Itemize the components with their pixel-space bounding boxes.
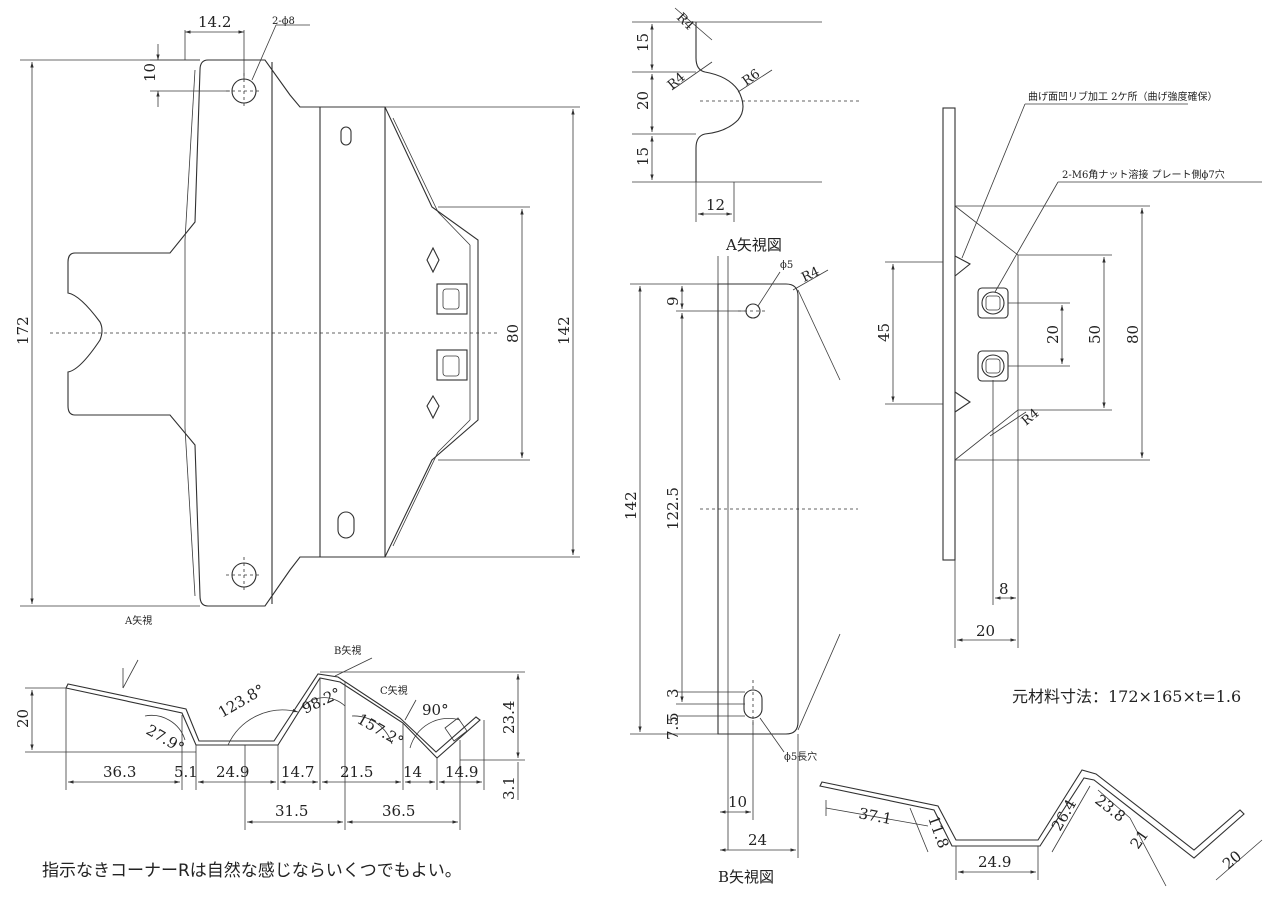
view-a-title: A矢視図: [725, 236, 782, 254]
footer-note: 指示なきコーナーRは自然な感じならいくつでもよい。: [42, 861, 462, 881]
view-b-mid: 122.5: [664, 487, 682, 530]
view-c-nut-note: 2-M6角ナット溶接 プレート側ϕ7穴: [1062, 168, 1225, 181]
sec-dim-20: 20: [14, 709, 32, 728]
view-b-hole-label: ϕ5: [780, 260, 793, 271]
view-b-height: 142: [622, 491, 640, 520]
view-b-title: B矢視図: [718, 868, 774, 886]
slot-top: [340, 126, 352, 146]
profile-view: 37.1 11.8 24.9 26.4 23.8 21 20: [819, 769, 1263, 887]
angle-98: 98.2°: [299, 684, 344, 718]
view-b: ϕ5 R4 142 9 122.5 3 5 7.5 ϕ5長穴 10 24 B矢視…: [622, 256, 858, 886]
profile-d6: 21: [1127, 826, 1153, 852]
view-b-slot-a: 3: [664, 688, 682, 698]
profile-d3: 24.9: [978, 853, 1011, 871]
view-a-r-top: R4: [673, 10, 696, 33]
dim-overall-height: 172: [14, 316, 32, 345]
weld-nut-top: [436, 283, 468, 315]
section-b-label: B矢視: [334, 644, 361, 657]
angle-123: 123.8°: [215, 681, 268, 722]
view-a-r-mid: R4: [665, 70, 688, 93]
view-a-h1: 15: [634, 33, 652, 52]
angle-27: 27.9°: [143, 721, 187, 757]
rib-top: [426, 246, 440, 274]
view-c-d50: 50: [1086, 325, 1104, 344]
view-a-profile: [695, 22, 744, 182]
view-a-r-big: R6: [740, 67, 763, 90]
main-plan-view: 14.2 2-ϕ8 10 172 142 80: [14, 13, 580, 607]
view-b-w-total: 24: [748, 831, 767, 849]
dim-hole-label: 2-ϕ8: [272, 16, 295, 27]
view-b-w-hole: 10: [728, 793, 747, 811]
mount-hole-bottom: [226, 557, 262, 593]
sec-dim-36-3: 36.3: [103, 763, 136, 781]
view-c-rib-note: 曲げ面凹リブ加工 2ケ所（曲げ強度確保）: [1028, 90, 1218, 103]
view-b-plate: [717, 283, 799, 735]
view-c-d45: 45: [875, 323, 893, 342]
sec-dim-21-5: 21.5: [340, 763, 373, 781]
sec-dim-36-5: 36.5: [382, 802, 415, 820]
view-c-nut-bottom: [977, 350, 1009, 382]
view-c: 45 20 50 80 R4 8 20 曲げ面凹リブ加工 2ケ所（曲げ強度確保）…: [875, 90, 1262, 648]
weld-nut-bottom: [436, 349, 468, 381]
view-c-nut-top: [977, 287, 1009, 319]
slot-bottom: [337, 511, 355, 539]
angle-90: 90°: [422, 701, 449, 719]
view-a-h2: 20: [634, 91, 652, 110]
dim-flange-height: 142: [555, 316, 573, 345]
section-profile: [65, 673, 481, 759]
view-b-top: 9: [664, 296, 682, 306]
sec-dim-14-9: 14.9: [445, 763, 478, 781]
view-c-w20: 20: [976, 622, 995, 640]
section-c-label: C矢視: [380, 684, 408, 697]
view-c-d20: 20: [1044, 325, 1062, 344]
profile-outline: [819, 769, 1245, 859]
view-b-slot-c: 7.5: [664, 716, 682, 740]
profile-d4: 26.4: [1048, 796, 1080, 834]
view-c-plate: [942, 107, 956, 561]
sec-dim-14: 14: [403, 763, 422, 781]
view-a-w: 12: [706, 196, 725, 214]
bent-section-view: A矢視 B矢視 C矢視 123.8° 27.9° 98.2° 157.2° 90…: [14, 614, 525, 830]
profile-d5: 23.8: [1092, 791, 1129, 826]
view-a-h3: 15: [634, 147, 652, 166]
view-c-d80: 80: [1124, 325, 1142, 344]
view-c-radius: R4: [1019, 406, 1042, 429]
view-b-radius: R4: [799, 264, 822, 285]
sec-dim-24-9: 24.9: [216, 763, 249, 781]
view-b-slot-b: 5: [664, 712, 682, 722]
sec-dim-14-7: 14.7: [281, 763, 314, 781]
material-spec: 元材料寸法：172×165×t=1.6: [1012, 687, 1241, 706]
sec-dim-5-1: 5.1: [174, 763, 198, 781]
dim-width-top: 14.2: [198, 13, 231, 31]
main-plate-outline: [67, 59, 479, 607]
profile-d1: 37.1: [857, 804, 893, 828]
view-a: 15 20 15 12 R4 R4 R6 A矢視図: [632, 7, 860, 254]
view-b-slot-label: ϕ5長穴: [784, 750, 817, 763]
view-c-w8: 8: [999, 580, 1009, 598]
sec-dim-23-4: 23.4: [500, 701, 518, 734]
sec-dim-31-5: 31.5: [275, 802, 308, 820]
dim-hole-offset: 10: [141, 63, 159, 82]
section-a-label: A矢視: [124, 614, 152, 627]
profile-d7: 20: [1219, 847, 1245, 873]
angle-157: 157.2°: [354, 710, 407, 751]
profile-d2: 11.8: [924, 813, 952, 851]
rib-bottom: [426, 394, 440, 420]
sec-dim-3-1: 3.1: [500, 776, 518, 800]
dim-slot-span: 80: [504, 324, 522, 343]
